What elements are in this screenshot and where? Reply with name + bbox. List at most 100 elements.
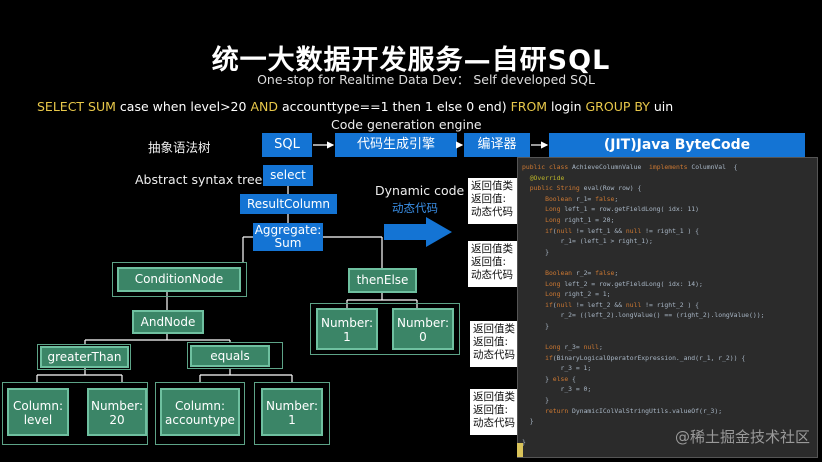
return-box-2: 返回值类 返回值: 动态代码: [468, 241, 520, 287]
code-line: r_3 = 1;: [522, 364, 592, 373]
code-line: }: [522, 417, 534, 426]
gt-children-frame: [2, 382, 148, 445]
code-line: @Override: [529, 173, 565, 182]
node-column-accounttype-value: accountype: [165, 413, 235, 427]
node-number-0-label: Number:: [396, 316, 450, 330]
return-box-1-line-2: 返回值:: [471, 193, 507, 205]
number-pair-frame: [310, 303, 460, 355]
code-line: }: [522, 321, 549, 330]
node-column-accounttype: Column: accountype: [160, 388, 240, 436]
return-box-2-line-2: 返回值:: [471, 256, 507, 268]
pipeline-sql: SQL: [262, 133, 312, 157]
condition-node-frame: [112, 262, 247, 297]
node-number-1a-value: 1: [343, 330, 351, 344]
node-greater-than: greaterThan: [40, 346, 129, 368]
node-column-level: Column: level: [7, 388, 69, 436]
sql-statement: SELECT SUM case when level>20 AND accoun…: [37, 99, 673, 114]
return-box-1-line-1: 返回值类: [471, 180, 513, 192]
code-line: r_1= (left_1 > right_1);: [522, 237, 653, 246]
eq-left-frame: [155, 382, 245, 445]
tree-edges: [36, 186, 418, 382]
node-then-else: thenElse: [348, 268, 417, 293]
return-box-3: 返回值类 返回值: 动态代码: [470, 321, 520, 367]
return-box-1: 返回值类 返回值: 动态代码: [468, 178, 520, 224]
node-column-accounttype-label: Column:: [175, 399, 225, 413]
code-line: Long left_2 = row.getFieldLong( idx: 14)…: [545, 279, 703, 288]
code-line: Long right_1 = 20;: [545, 215, 615, 224]
return-box-3-line-3: 动态代码: [473, 349, 515, 361]
code-line: public String eval(Row row) {: [529, 184, 642, 193]
sql-condition-part: accounttype==1 then 1 else 0 end): [281, 99, 507, 114]
sql-select-keyword: SELECT: [37, 99, 85, 114]
code-line: Long r_3= null;: [545, 343, 603, 352]
node-number-1b: Number: 1: [261, 388, 323, 436]
node-number-20-label: Number:: [90, 399, 144, 413]
code-caret-marker: [517, 443, 523, 457]
greater-than-frame: [37, 344, 131, 370]
return-box-4: 返回值类 返回值: 动态代码: [470, 389, 520, 435]
sql-sum-keyword: SUM: [88, 99, 116, 114]
node-number-20: Number: 20: [87, 388, 147, 436]
code-line: r_3 = 0;: [522, 385, 592, 394]
watermark: @稀土掘金技术社区: [674, 428, 810, 446]
code-panel: public class AchieveColumnValue implemen…: [517, 157, 818, 458]
node-column-level-value: level: [23, 413, 53, 427]
pipeline-jit-bytecode: (JIT)Java ByteCode: [549, 133, 805, 157]
sql-and-keyword: AND: [250, 99, 278, 114]
node-number-0: Number: 0: [392, 308, 454, 350]
page-title: 统一大数据开发服务—自研SQL: [211, 45, 611, 76]
node-aggregate-label: Aggregate:: [254, 223, 322, 237]
dynamic-code-arrow: [384, 217, 452, 247]
page-subtitle: One-stop for Realtime Data Dev： Self dev…: [257, 72, 595, 87]
node-number-1b-label: Number:: [265, 399, 319, 413]
return-box-3-line-2: 返回值:: [473, 336, 509, 348]
code-line: if(BinaryLogicalOperatorExpression._and(…: [545, 353, 746, 362]
eq-right-frame: [254, 382, 330, 445]
code-line: [518, 332, 817, 343]
code-line: }: [522, 438, 526, 447]
sql-groupby-keyword: GROUP BY: [585, 99, 650, 114]
dynamic-code-label-cn: 动态代码: [392, 201, 438, 215]
code-line: Long left_1 = row.getFieldLong( idx: 11): [545, 205, 699, 214]
code-line: }: [522, 396, 549, 405]
code-generation-label: Code generation engine: [331, 117, 482, 132]
ast-label-cn: 抽象语法树: [148, 140, 211, 155]
pipeline-compiler: 编译器: [464, 133, 530, 157]
dynamic-code-label-en: Dynamic code: [375, 183, 465, 198]
node-aggregate: Aggregate: Sum: [253, 223, 323, 251]
code-line: if(null != left_2 && null != right_2 ) {: [545, 300, 700, 309]
sql-from-keyword: FROM: [510, 99, 548, 114]
code-line: Long right_2 = 1;: [545, 290, 611, 299]
code-line: } else {: [522, 374, 576, 383]
node-select: select: [263, 165, 313, 186]
return-box-4-line-1: 返回值类: [473, 391, 515, 403]
code-line: }: [522, 247, 549, 256]
code-line: Boolean r_1= false;: [545, 194, 619, 203]
return-box-3-line-1: 返回值类: [473, 323, 515, 335]
node-aggregate-value: Sum: [274, 236, 302, 250]
code-line: public class AchieveColumnValue implemen…: [522, 163, 738, 171]
node-number-0-value: 0: [419, 330, 427, 344]
return-box-2-line-3: 动态代码: [471, 269, 513, 281]
node-equals: equals: [190, 345, 270, 367]
node-number-20-value: 20: [109, 413, 125, 427]
code-line: if(null != left_1 && null != right_1 ) {: [545, 226, 700, 235]
code-line: r_2= ((left_2).longValue() == (right_2).…: [522, 311, 765, 320]
node-result-column: ResultColumn: [240, 194, 337, 214]
ast-label-en: Abstract syntax tree: [135, 172, 263, 187]
node-condition: ConditionNode: [117, 267, 241, 292]
return-box-2-line-1: 返回值类: [471, 243, 513, 255]
code-line: [518, 257, 817, 268]
return-box-4-line-3: 动态代码: [473, 417, 515, 429]
return-box-4-line-2: 返回值:: [473, 404, 509, 416]
node-number-1b-value: 1: [288, 413, 296, 427]
node-number-1a-label: Number:: [320, 316, 374, 330]
code-line: Boolean r_2= false;: [545, 268, 619, 277]
return-box-1-line-3: 动态代码: [471, 206, 513, 218]
sql-case-part: case when level>20: [119, 99, 247, 114]
sql-table: login: [551, 99, 582, 114]
node-column-level-label: Column:: [13, 399, 63, 413]
sql-group-column: uin: [653, 99, 674, 114]
equals-frame: [187, 342, 283, 369]
